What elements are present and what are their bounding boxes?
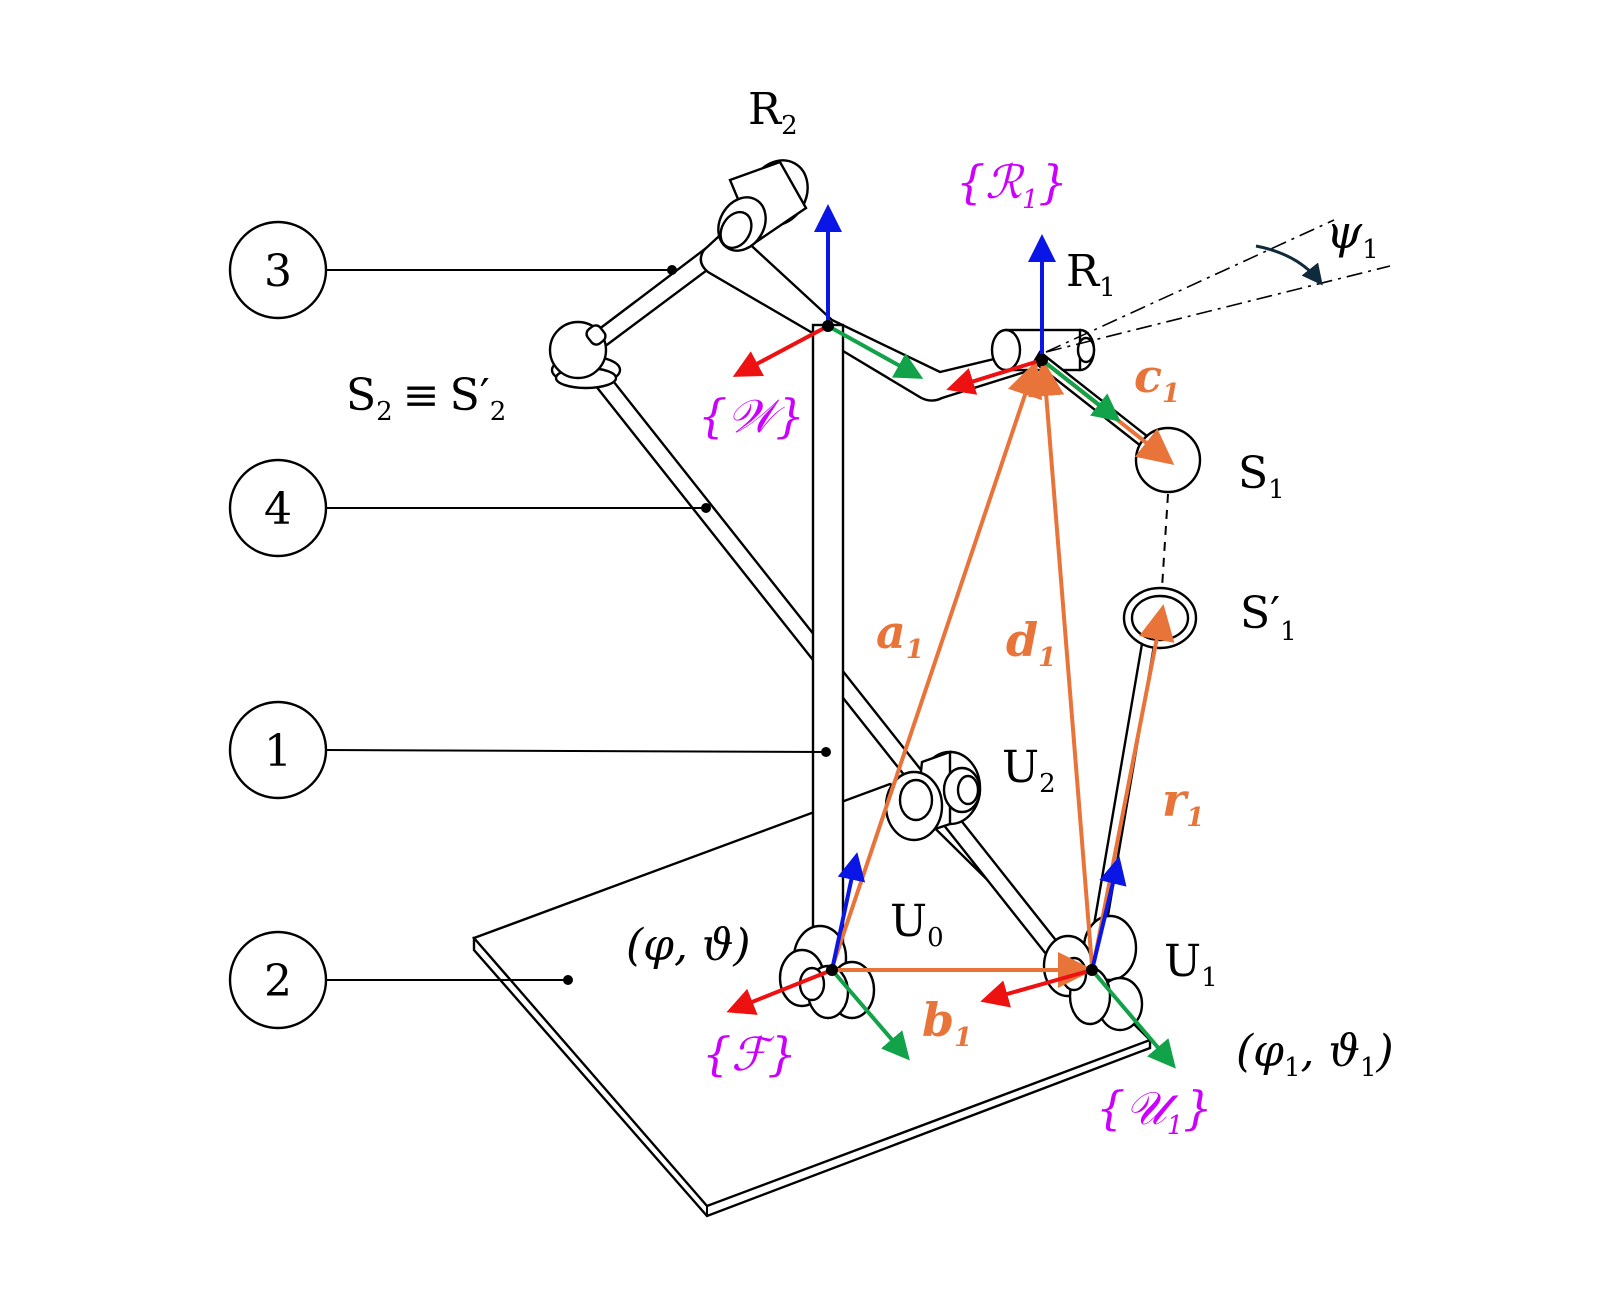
- frame-r1-axes: [946, 234, 1121, 422]
- label-vector-d1: d1: [1006, 613, 1056, 673]
- label-vector-r1: r1: [1162, 773, 1204, 833]
- svg-text:1: 1: [264, 726, 292, 777]
- joint-s2: [548, 320, 622, 390]
- label-vector-c1: c1: [1134, 349, 1180, 409]
- label-s1: S1: [1238, 448, 1285, 505]
- label-frame-f: {ℱ}: [702, 1027, 797, 1081]
- psi1-reference-lines: [1045, 219, 1391, 353]
- label-u0: U0: [890, 896, 944, 953]
- psi1-arrow: [1255, 244, 1323, 286]
- column-1: [811, 323, 845, 967]
- frame-w-axes: [732, 204, 924, 379]
- joint-r2: [717, 159, 809, 252]
- label-frame-u1: {𝒰1}: [1096, 1081, 1213, 1141]
- callout-2: 2: [228, 930, 328, 1030]
- callout-1: 1: [228, 700, 328, 800]
- label-phi1-theta1: (φ1, ϑ1): [1236, 1026, 1394, 1083]
- callout-3: 3: [228, 220, 328, 320]
- callout-4: 4: [228, 458, 328, 558]
- vector-a1: [830, 360, 1043, 969]
- label-u1: U1: [1164, 936, 1218, 993]
- label-r1: R1: [1066, 246, 1116, 303]
- vectors: [830, 358, 1175, 988]
- link-r1: [1086, 630, 1158, 964]
- label-vector-b1: b1: [922, 993, 972, 1053]
- label-r2: R2: [748, 84, 798, 141]
- label-s2-equiv-s2prime: S2≡S′2: [346, 370, 506, 427]
- label-vector-a1: a1: [876, 605, 924, 665]
- label-phi-theta: (φ, ϑ): [626, 920, 751, 971]
- s1-s1prime-dashed-line: [1161, 493, 1169, 589]
- vector-r1: [1092, 604, 1175, 963]
- vector-d1: [1028, 360, 1094, 967]
- frame-u1-axes: [980, 856, 1176, 1069]
- label-frame-w: {𝒲}: [698, 389, 805, 443]
- joint-u2: [884, 750, 982, 842]
- label-u2: U2: [1002, 742, 1056, 799]
- frame-f-axes: [726, 852, 910, 1061]
- label-psi1: ψ1: [1326, 205, 1379, 265]
- svg-text:4: 4: [264, 484, 292, 535]
- svg-text:3: 3: [264, 246, 292, 297]
- label-frame-r1: {ℛ1}: [956, 155, 1068, 215]
- svg-text:2: 2: [264, 956, 292, 1007]
- callout-leaders: [325, 265, 831, 985]
- label-s1-prime: S′1: [1240, 588, 1297, 647]
